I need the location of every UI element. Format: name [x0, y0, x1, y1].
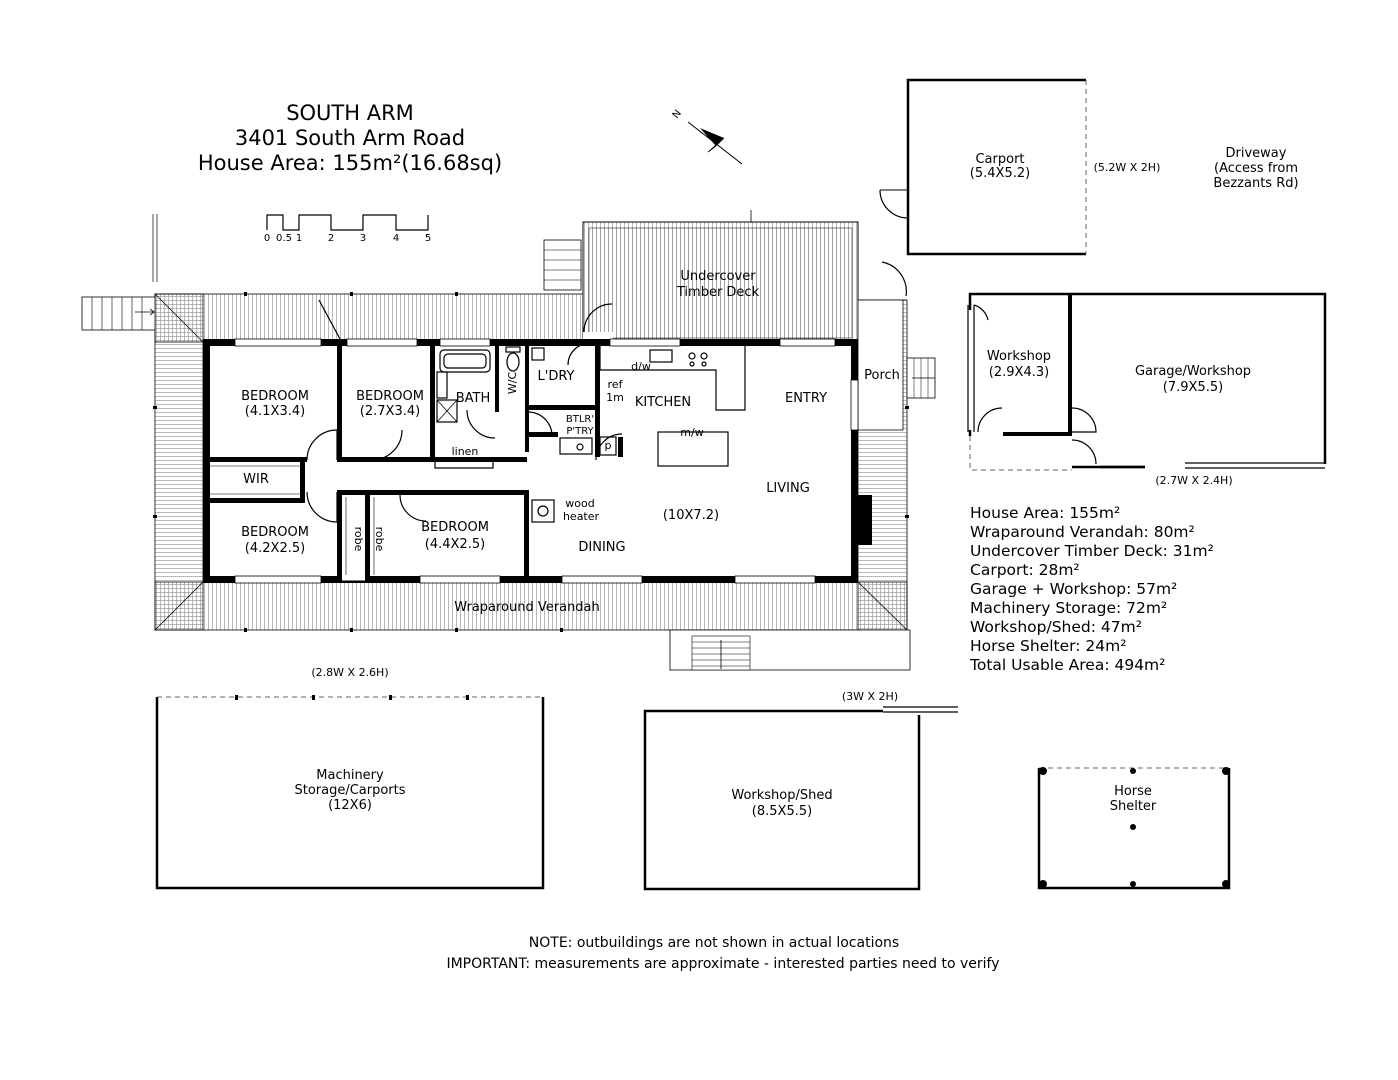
bedroom1-name: BEDROOM [241, 389, 309, 404]
bedroom3-name: BEDROOM [241, 525, 309, 540]
bedroom2-dim: (2.7X3.4) [360, 404, 420, 419]
kitchen-label: KITCHEN [635, 395, 691, 410]
bedroom4-name: BEDROOM [421, 520, 489, 535]
timber-deck [543, 210, 859, 343]
area-summary: House Area: 155m² Wraparound Verandah: 8… [969, 504, 1214, 674]
horse-line2: Shelter [1110, 799, 1157, 814]
ref-width-label: 1m [606, 391, 624, 404]
machinery-line2: Storage/Carports [294, 783, 405, 798]
scale-label-3: 3 [360, 233, 366, 244]
area-total: Total Usable Area: 494m² [969, 656, 1165, 674]
ref-label: ref [608, 378, 624, 391]
carport-door-size: (5.2W X 2H) [1094, 161, 1161, 174]
machinery-door-size: (2.8W X 2.6H) [311, 666, 388, 679]
carport-name: Carport [975, 152, 1024, 167]
title-house-area: House Area: 155m²(16.68sq) [198, 151, 502, 175]
notes: NOTE: outbuildings are not shown in actu… [446, 935, 999, 972]
area-deck: Undercover Timber Deck: 31m² [970, 542, 1214, 560]
shed-door-size: (3W X 2H) [842, 690, 898, 703]
deck-line2: Timber Deck [676, 285, 760, 300]
laundry-label: L'DRY [538, 369, 575, 384]
entry-label: ENTRY [785, 391, 827, 406]
garage-workshop: Workshop (2.9X4.3) Garage/Workshop (7.9X… [966, 292, 1327, 487]
fixtures [210, 346, 746, 575]
note-line2: IMPORTANT: measurements are approximate … [446, 956, 999, 972]
shed-name: Workshop/Shed [731, 788, 832, 803]
verandah-label: Wraparound Verandah [454, 600, 600, 615]
wir-label: WIR [243, 472, 269, 487]
horse-shelter: Horse Shelter [1037, 767, 1231, 890]
wood-heater-line1: wood [565, 497, 594, 510]
bedroom2-name: BEDROOM [356, 389, 424, 404]
shed-dim: (8.5X5.5) [752, 804, 812, 819]
linen-label: linen [452, 445, 479, 458]
area-workshop-shed: Workshop/Shed: 47m² [970, 618, 1142, 636]
scale-label-4: 4 [393, 233, 399, 244]
area-verandah: Wraparound Verandah: 80m² [970, 523, 1195, 541]
house-floor [203, 342, 858, 582]
house-walls [203, 339, 872, 583]
driveway-line2: (Access from [1214, 161, 1298, 176]
area-horse-shelter: Horse Shelter: 24m² [970, 637, 1126, 655]
porch-label: Porch [864, 368, 900, 383]
machinery-dim: (12X6) [328, 798, 372, 813]
wraparound-verandah [153, 292, 909, 632]
bedroom1-dim: (4.1X3.4) [245, 404, 305, 419]
deck-line1: Undercover [680, 269, 756, 284]
door-swings [306, 299, 623, 581]
driveway-line3: Bezzants Rd) [1213, 176, 1298, 191]
butler-line1: BTLR' [566, 414, 594, 425]
bedroom3-dim: (4.2X2.5) [245, 541, 305, 556]
note-line1: NOTE: outbuildings are not shown in actu… [529, 935, 899, 951]
butler-line2: P'TRY [566, 426, 594, 437]
garage-dim: (7.9X5.5) [1163, 380, 1223, 395]
wood-heater-line2: heater [563, 510, 600, 523]
scale-label-2: 2 [328, 233, 334, 244]
pantry-label: p [605, 439, 612, 452]
driveway-line1: Driveway [1226, 146, 1287, 161]
machinery-line1: Machinery [316, 768, 384, 783]
porch-area [857, 299, 904, 431]
dining-label: DINING [578, 540, 625, 555]
carport-dim: (5.4X5.2) [970, 166, 1030, 181]
dw-label: d/w [631, 360, 651, 373]
machinery-storage: (2.8W X 2.6H) Machinery Storage/Carports… [155, 666, 545, 890]
scale-label-5: 5 [425, 233, 431, 244]
bedroom4-dim: (4.4X2.5) [425, 537, 485, 552]
north-arrow-icon: N [671, 108, 743, 165]
carport: Carport (5.4X5.2) (5.2W X 2H) [879, 78, 1161, 297]
title-suburb: SOUTH ARM [286, 101, 414, 125]
title-block: SOUTH ARM 3401 South Arm Road House Area… [198, 101, 502, 175]
west-steps [81, 214, 158, 331]
scale-bar: 0 0.5 1 2 3 4 5 [264, 214, 431, 244]
porch-steps [906, 357, 936, 399]
living-label: LIVING [766, 481, 810, 496]
title-address: 3401 South Arm Road [235, 126, 465, 150]
windows [234, 338, 859, 584]
bath-label: BATH [456, 391, 491, 406]
area-carport: Carport: 28m² [970, 561, 1080, 579]
area-machinery: Machinery Storage: 72m² [970, 599, 1167, 617]
garage-door-size: (2.7W X 2.4H) [1155, 474, 1232, 487]
mw-label: m/w [680, 426, 703, 439]
north-label: N [671, 108, 684, 121]
scale-label-0: 0 [264, 233, 270, 244]
living-dim: (10X7.2) [663, 508, 719, 523]
south-steps [669, 629, 911, 671]
area-house: House Area: 155m² [970, 504, 1120, 522]
workshop-shed: (3W X 2H) Workshop/Shed (8.5X5.5) [643, 690, 958, 891]
room-labels: BEDROOM (4.1X3.4) BEDROOM (2.7X3.4) BEDR… [241, 269, 900, 615]
workshop-dim: (2.9X4.3) [989, 365, 1049, 380]
area-garage-workshop: Garage + Workshop: 57m² [970, 580, 1177, 598]
driveway-note: Driveway (Access from Bezzants Rd) [1213, 146, 1298, 191]
scale-label-0.5: 0.5 [276, 233, 292, 244]
workshop-name: Workshop [987, 349, 1051, 364]
robe2-label: robe [373, 527, 386, 552]
scale-label-1: 1 [296, 233, 302, 244]
garage-name: Garage/Workshop [1135, 364, 1251, 379]
robe1-label: robe [352, 527, 365, 552]
wc-label: W/C [506, 372, 519, 395]
horse-line1: Horse [1114, 784, 1152, 799]
